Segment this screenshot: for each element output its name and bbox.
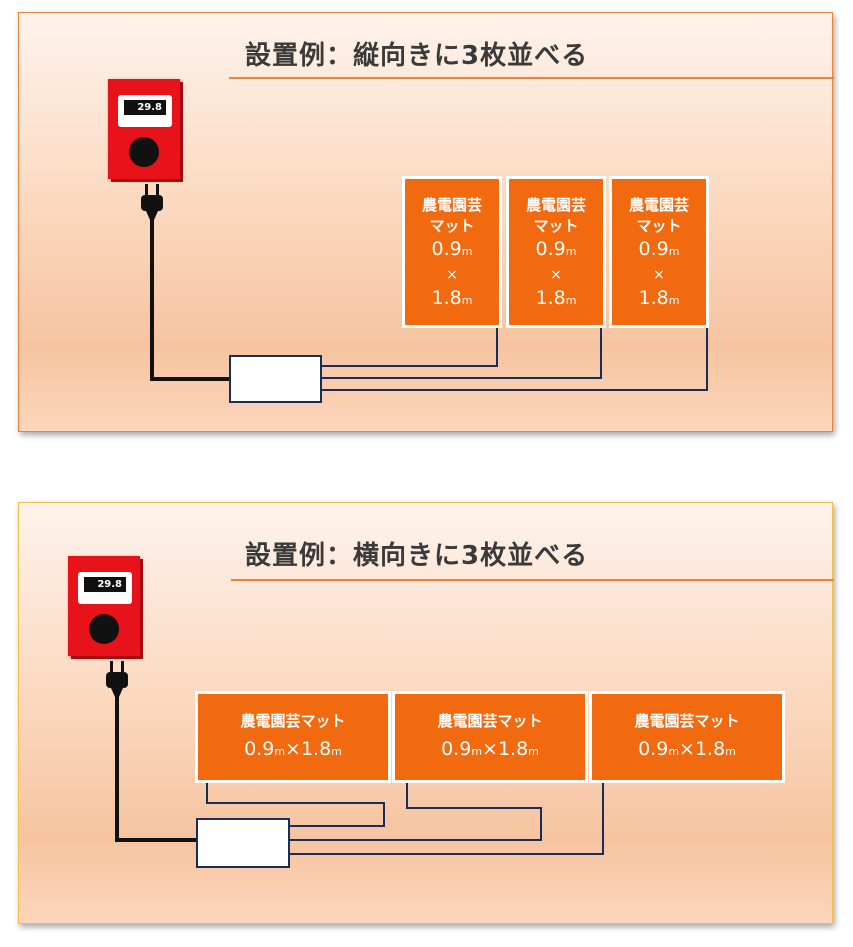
mat-size: 0.9m×1.8m	[244, 737, 342, 760]
mat-length: 1.8m	[431, 287, 473, 309]
mat-times: ×	[653, 267, 665, 283]
mat-name: 農電園芸マット	[437, 711, 543, 730]
vertical-layout-panel: 設置例：縦向きに3枚並べる 29.8 農電園芸マット 0.9m × 1.8m 農…	[18, 12, 834, 432]
mat-size: 0.9m×1.8m	[441, 737, 539, 760]
meter-window: 29.8	[78, 572, 132, 604]
mat-name: 農電園芸マット	[421, 196, 482, 235]
thermostat-controller: 29.8	[108, 79, 180, 179]
temperature-display: 29.8	[124, 100, 166, 115]
mat-name: 農電園芸マット	[634, 711, 740, 730]
control-junction-box	[196, 818, 290, 868]
heating-mat-1: 農電園芸マット 0.9m×1.8m	[195, 691, 391, 783]
power-plug-icon	[141, 184, 163, 220]
mat-width: 0.9m	[535, 238, 577, 260]
heating-mat-1: 農電園芸マット 0.9m × 1.8m	[402, 176, 502, 328]
mat-name: 農電園芸マット	[628, 196, 689, 235]
wiring-diagram	[150, 218, 708, 391]
knob-icon	[129, 137, 159, 167]
thermostat-controller: 29.8	[68, 556, 140, 656]
mat-length: 1.8m	[638, 287, 680, 309]
heating-mat-3: 農電園芸マット 0.9m×1.8m	[589, 691, 785, 783]
mat-width: 0.9m	[431, 238, 473, 260]
mat-name: 農電園芸マット	[525, 196, 586, 235]
title-divider	[229, 77, 834, 79]
knob-icon	[89, 614, 119, 644]
temperature-display: 29.8	[84, 577, 126, 592]
mat-times: ×	[550, 267, 562, 283]
heating-mat-2: 農電園芸マット 0.9m × 1.8m	[506, 176, 606, 328]
heating-mat-2: 農電園芸マット 0.9m×1.8m	[392, 691, 588, 783]
mat-length: 1.8m	[535, 287, 577, 309]
mat-size: 0.9m×1.8m	[638, 737, 736, 760]
title-divider	[231, 579, 834, 581]
control-junction-box	[229, 355, 322, 403]
heating-mat-3: 農電園芸マット 0.9m × 1.8m	[609, 176, 709, 328]
mat-times: ×	[446, 267, 458, 283]
horizontal-layout-panel: 設置例：横向きに3枚並べる 29.8 農電園芸マット 0.9m×1.8m 農電園…	[18, 502, 834, 924]
panel-title: 設置例：横向きに3枚並べる	[245, 541, 589, 571]
mat-name: 農電園芸マット	[240, 711, 346, 730]
panel-title: 設置例：縦向きに3枚並べる	[245, 41, 589, 71]
power-plug-icon	[106, 661, 128, 697]
meter-window: 29.8	[118, 95, 172, 127]
wiring-diagram	[115, 695, 604, 855]
mat-width: 0.9m	[638, 238, 680, 260]
